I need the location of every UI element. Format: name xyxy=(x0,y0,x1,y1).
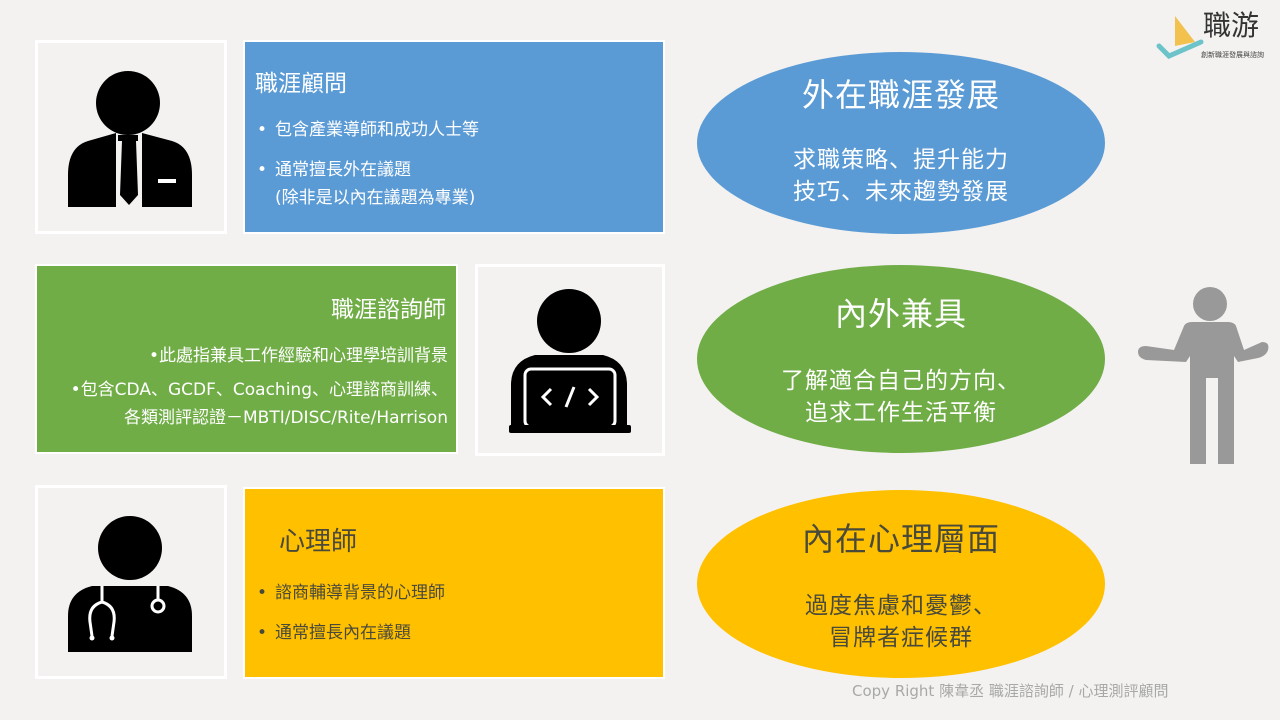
ellipse-title: 內外兼具 xyxy=(834,295,967,333)
ellipse-body: 過度焦慮和憂鬱、 冒牌者症候群 xyxy=(805,593,997,651)
career-consultant-box: 職涯顧問 •包含產業導師和成功人士等 •通常擅長外在議題 (除非是以內在議題為專… xyxy=(243,40,665,234)
logo: 職游 創新職涯發展與諮詢 xyxy=(1155,4,1280,64)
shrugging-person-icon xyxy=(1138,287,1269,464)
bullet-item: •通常擅長外在議題 xyxy=(257,160,411,180)
ellipse-body: 求職策略、提升能力 技巧、未來趨勢發展 xyxy=(793,147,1009,205)
bullet-item: •此處指兼具工作經驗和心理學培訓背景 xyxy=(148,346,448,366)
sail-check-icon xyxy=(1156,16,1204,59)
bullet-continuation: (除非是以內在議題為專業) xyxy=(275,188,476,208)
psychologist-bullets: •諮商輔導背景的心理師 •通常擅長內在議題 xyxy=(257,579,445,647)
career-consultant-bullets: •包含產業導師和成功人士等 •通常擅長外在議題 (除非是以內在議題為專業) xyxy=(257,116,479,212)
career-counselor-title: 職涯諮詢師 xyxy=(331,297,446,323)
bullet-item: •通常擅長內在議題 xyxy=(257,623,411,643)
bullet-item: •諮商輔導背景的心理師 xyxy=(257,583,445,603)
businessman-icon xyxy=(68,71,192,207)
internal-external-ellipse: 內外兼具 了解適合自己的方向、 追求工作生活平衡 xyxy=(697,265,1105,453)
ellipse-title: 內在心理層面 xyxy=(801,520,1000,558)
doctor-stethoscope-icon xyxy=(68,516,192,652)
logo-subtitle: 創新職涯發展與諮詢 xyxy=(1201,51,1264,59)
career-counselor-box: 職涯諮詢師 •此處指兼具工作經驗和心理學培訓背景 •包含CDA、GCDF、Coa… xyxy=(35,264,458,454)
ellipse-title: 外在職涯發展 xyxy=(801,76,1000,114)
bullet-item: •包含產業導師和成功人士等 xyxy=(257,120,479,140)
career-counselor-bullets: •此處指兼具工作經驗和心理學培訓背景 •包含CDA、GCDF、Coaching、… xyxy=(69,342,448,432)
internal-psychology-ellipse: 內在心理層面 過度焦慮和憂鬱、 冒牌者症候群 xyxy=(697,490,1105,678)
career-counselor-icon-box xyxy=(475,264,665,456)
career-consultant-title: 職涯顧問 xyxy=(255,71,347,97)
bullet-continuation: 各類測評認證－MBTI/DISC/Rite/Harrison xyxy=(124,408,448,428)
person-laptop-code-icon xyxy=(509,289,631,433)
ellipse-body: 了解適合自己的方向、 追求工作生活平衡 xyxy=(781,368,1021,426)
career-consultant-icon-box xyxy=(35,40,227,234)
psychologist-title: 心理師 xyxy=(279,527,358,557)
bullet-item: •包含CDA、GCDF、Coaching、心理諮商訓練、 xyxy=(70,380,448,400)
external-career-ellipse: 外在職涯發展 求職策略、提升能力 技巧、未來趨勢發展 xyxy=(697,52,1105,234)
logo-name: 職游 xyxy=(1203,9,1260,42)
copyright-text: Copy Right 陳韋丞 職涯諮詢師 / 心理測評顧問 xyxy=(852,682,1169,700)
psychologist-icon-box xyxy=(35,485,227,679)
psychologist-box: 心理師 •諮商輔導背景的心理師 •通常擅長內在議題 xyxy=(243,487,665,679)
